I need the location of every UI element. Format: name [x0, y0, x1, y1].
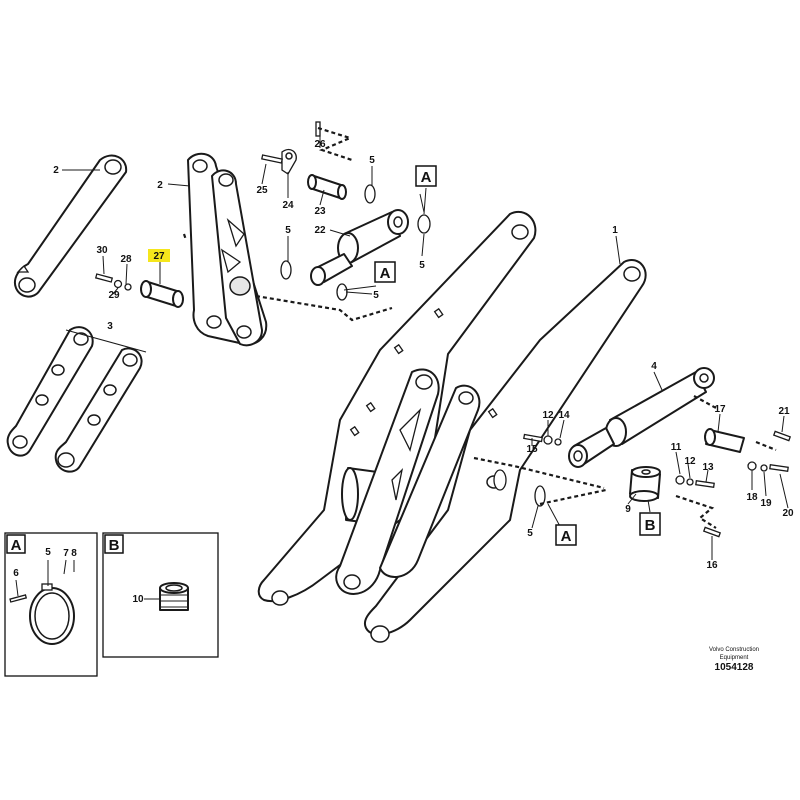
pin-27-assembly	[94, 273, 184, 308]
part-label-30: 30	[96, 245, 108, 256]
part-label-24: 24	[282, 200, 294, 211]
part-label-26: 26	[314, 139, 326, 150]
svg-text:A: A	[421, 169, 432, 186]
ring-5-a	[364, 184, 376, 204]
bolt-13	[695, 480, 715, 488]
part-label-5: 5	[45, 547, 51, 558]
part-label-5: 5	[527, 528, 533, 539]
part-label-13: 13	[702, 462, 714, 473]
part-label-2: 2	[53, 165, 59, 176]
part-label-12: 12	[684, 456, 696, 467]
part-label-5: 5	[369, 155, 375, 166]
part-label-27: 27	[153, 251, 165, 262]
part-labels: 1 2 2 3 4 5 5 5 5 5 5 6 7 8 9 10 11 12 1…	[13, 139, 794, 605]
grease-nipple-21	[772, 430, 792, 442]
svg-text:A: A	[380, 265, 391, 282]
part-label-3: 3	[107, 321, 113, 332]
part-label-8: 8	[71, 548, 77, 559]
ring-5-b	[280, 260, 292, 280]
part-label-7: 7	[63, 548, 69, 559]
ring-5-d	[417, 214, 431, 234]
part-label-25: 25	[256, 185, 268, 196]
part-label-22: 22	[314, 225, 326, 236]
washer-12-a	[543, 435, 553, 445]
bolt-25	[261, 154, 283, 164]
cylinder-22	[310, 209, 409, 286]
detail-a: A	[4, 532, 98, 677]
part-label-5: 5	[419, 260, 425, 271]
washer-12-b	[686, 478, 694, 486]
part-label-16: 16	[706, 560, 718, 571]
bellcrank-2	[187, 152, 268, 347]
part-label-9: 9	[625, 504, 631, 515]
part-27-highlight	[148, 249, 170, 262]
part-label-17: 17	[714, 404, 726, 415]
part-label-28: 28	[120, 254, 132, 265]
part-label-4: 4	[651, 361, 657, 372]
washer-14	[554, 438, 562, 446]
part-label-12: 12	[542, 410, 554, 421]
part-label-11: 11	[671, 442, 682, 453]
drawing-number: 1054128	[715, 662, 754, 673]
part-label-5: 5	[373, 290, 379, 301]
ring-5-c	[336, 283, 348, 301]
part-label-21: 21	[778, 406, 790, 417]
reference-marker-a[interactable]: A	[374, 261, 396, 283]
grease-nipple-16	[702, 526, 722, 538]
reference-marker-b[interactable]: B	[639, 512, 661, 536]
bushing-10	[159, 582, 189, 611]
washer-11	[675, 475, 685, 485]
footer-brand: Volvo Construction Equipment 1054128	[709, 647, 759, 673]
svg-text:B: B	[645, 517, 656, 534]
part-label-19: 19	[760, 498, 772, 509]
link-pair-3	[6, 326, 147, 473]
reference-marker-a[interactable]: A	[415, 165, 437, 187]
part-label-1: 1	[612, 225, 618, 236]
link-arm-2	[14, 154, 128, 298]
washer-18	[747, 461, 757, 471]
washer-19	[760, 464, 768, 472]
bolt-15	[523, 433, 543, 443]
pin-17	[704, 428, 745, 453]
svg-text:A: A	[561, 528, 572, 545]
part-label-6: 6	[13, 568, 19, 579]
part-label-18: 18	[746, 492, 758, 503]
part-label-23: 23	[314, 206, 326, 217]
part-label-2: 2	[157, 180, 163, 191]
part-label-29: 29	[108, 290, 120, 301]
cylinder-4	[568, 367, 715, 468]
ring-5-f	[493, 469, 507, 491]
pin-23	[307, 174, 347, 200]
part-label-15: 15	[526, 444, 538, 455]
ring-5-e	[534, 485, 546, 507]
lock-plate-24	[281, 148, 297, 175]
footer-line2: Equipment	[720, 655, 749, 661]
bolt-20	[769, 464, 789, 472]
part-label-5: 5	[285, 225, 291, 236]
detail-b-title: B	[109, 537, 120, 554]
part-label-20: 20	[782, 508, 794, 519]
footer-line1: Volvo Construction	[709, 647, 759, 653]
reference-marker-a[interactable]: A	[555, 524, 577, 546]
detail-a-title: A	[11, 537, 22, 554]
part-label-14: 14	[558, 410, 570, 421]
detail-b: B	[102, 532, 219, 658]
lift-arm-1	[257, 211, 647, 643]
part-label-10: 10	[132, 594, 144, 605]
pin-9	[629, 466, 661, 502]
